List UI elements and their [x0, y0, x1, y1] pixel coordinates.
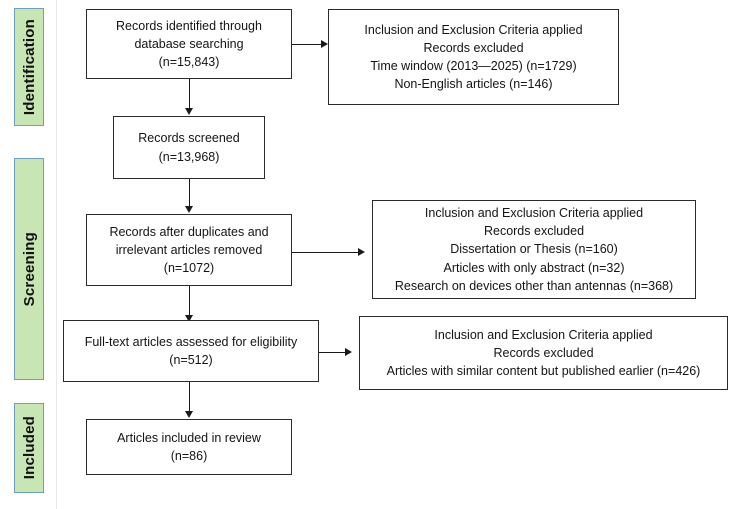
box-excluded-screening-line-4: Articles with only abstract (n=32)	[443, 260, 625, 275]
connector-duplicates-to-fulltext	[189, 286, 190, 318]
box-records-identified-line-2: database searching	[134, 36, 244, 51]
box-records-after-duplicates-line-3: (n=1072)	[163, 261, 215, 276]
connector-fulltext-to-excluded	[319, 352, 345, 353]
connector-screened-to-duplicates	[189, 179, 190, 209]
box-excluded-screening-line-3: Dissertation or Thesis (n=160)	[450, 242, 618, 257]
box-excluded-identification-line-3: Time window (2013—2025) (n=1729)	[370, 59, 577, 73]
box-records-after-duplicates-line-2: irrelevant articles removed	[115, 242, 263, 257]
connector-duplicates-to-excluded	[292, 252, 358, 253]
box-excluded-screening-line-1: Inclusion and Exclusion Criteria applied	[424, 206, 644, 221]
box-articles-included: Articles included in review (n=86)	[86, 419, 292, 475]
box-excluded-eligibility-line-1: Inclusion and Exclusion Criteria applied	[434, 327, 653, 342]
box-full-text-assessed-line-1: Full-text articles assessed for eligibil…	[84, 334, 298, 349]
box-records-screened-line-1: Records screened	[138, 131, 240, 146]
stage-label-identification-text: Identification	[20, 18, 38, 116]
arrowhead-duplicates-to-fulltext	[185, 315, 193, 322]
box-full-text-assessed: Full-text articles assessed for eligibil…	[63, 320, 319, 382]
box-excluded-screening: Inclusion and Exclusion Criteria applied…	[372, 200, 696, 299]
arrowhead-identified-to-screened	[185, 108, 193, 115]
box-excluded-eligibility-line-3: Articles with similar content but publis…	[386, 364, 701, 379]
box-articles-included-line-1: Articles included in review	[117, 430, 261, 445]
box-articles-included-line-2: (n=86)	[170, 449, 208, 463]
arrowhead-fulltext-to-included	[185, 411, 193, 418]
stage-label-screening: Screening	[14, 158, 44, 380]
box-records-screened: Records screened (n=13,968)	[113, 116, 265, 179]
box-excluded-eligibility: Inclusion and Exclusion Criteria applied…	[359, 316, 728, 390]
stage-label-included-text: Included	[20, 416, 38, 480]
box-full-text-assessed-line-2: (n=512)	[169, 353, 213, 367]
box-excluded-eligibility-line-2: Records excluded	[493, 345, 594, 360]
box-records-screened-line-2: (n=13,968)	[158, 149, 220, 164]
connector-identified-to-excluded	[292, 44, 321, 45]
column-divider	[56, 0, 57, 509]
stage-label-included: Included	[14, 403, 44, 493]
box-excluded-screening-line-5: Research on devices other than antennas …	[394, 278, 674, 293]
arrowhead-duplicates-to-excluded	[358, 248, 365, 256]
box-records-after-duplicates: Records after duplicates and irrelevant …	[86, 214, 292, 286]
stage-label-screening-text: Screening	[20, 231, 38, 307]
connector-identified-to-screened	[189, 79, 190, 111]
arrowhead-screened-to-duplicates	[185, 206, 193, 213]
arrowhead-identified-to-excluded	[321, 40, 328, 48]
box-records-identified-line-1: Records identified through	[116, 18, 262, 33]
box-excluded-identification-line-1: Inclusion and Exclusion Criteria applied	[364, 22, 583, 37]
box-excluded-identification-line-4: Non-English articles (n=146)	[394, 77, 553, 92]
box-excluded-identification: Inclusion and Exclusion Criteria applied…	[328, 9, 619, 105]
stage-label-identification: Identification	[14, 8, 44, 126]
box-records-after-duplicates-line-1: Records after duplicates and	[109, 224, 269, 239]
box-excluded-identification-line-2: Records excluded	[423, 40, 524, 55]
connector-fulltext-to-included	[189, 382, 190, 414]
arrowhead-fulltext-to-excluded	[345, 348, 352, 356]
box-excluded-screening-line-2: Records excluded	[483, 224, 585, 239]
box-records-identified-line-3: (n=15,843)	[158, 55, 220, 70]
box-records-identified: Records identified through database sear…	[86, 9, 292, 79]
